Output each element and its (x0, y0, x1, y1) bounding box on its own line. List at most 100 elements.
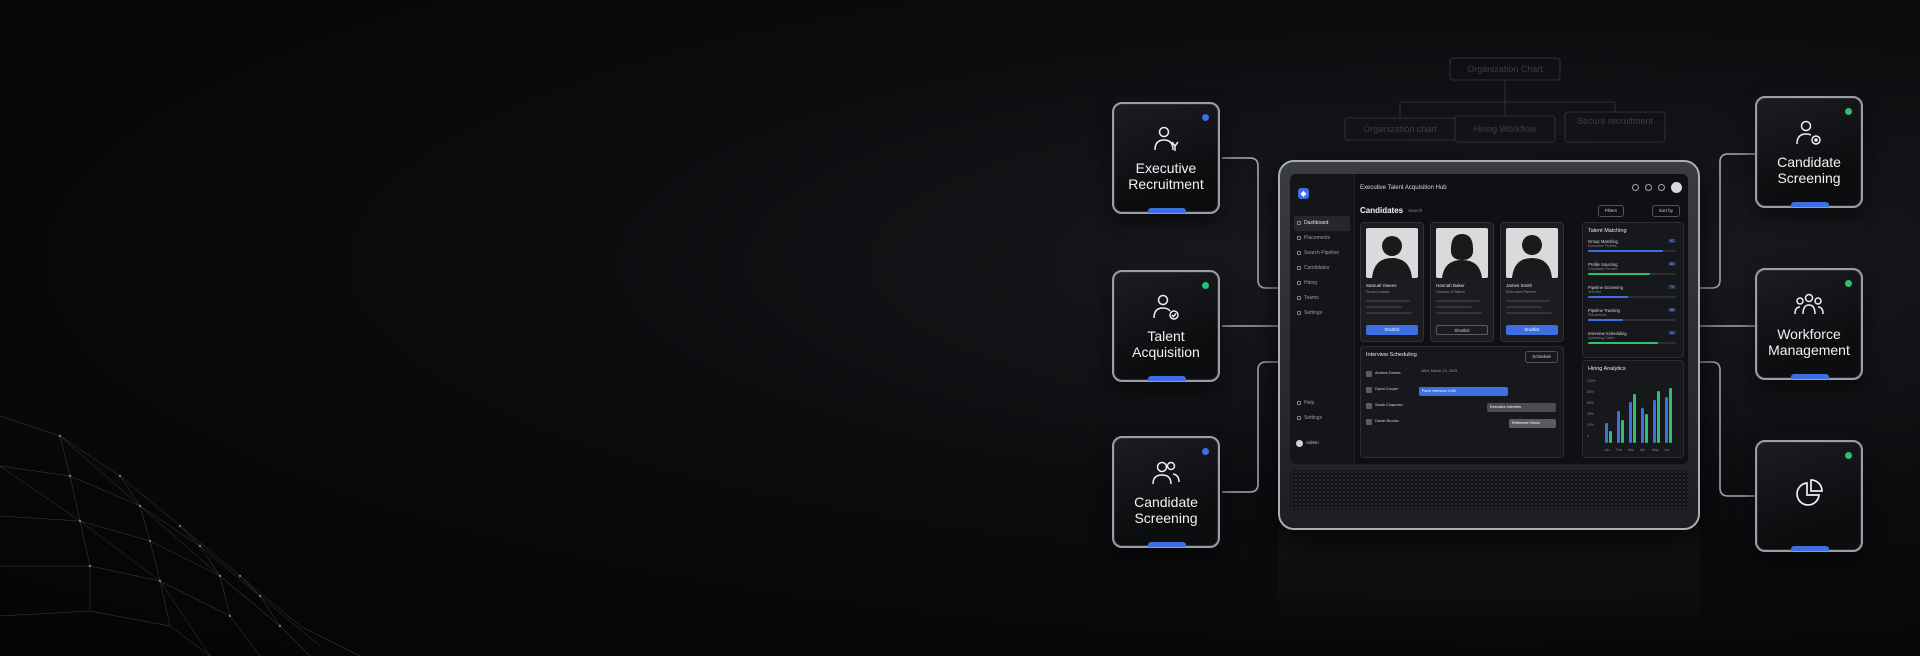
schedule-row[interactable]: David Cooper (1366, 387, 1398, 393)
topbar-icons (1632, 182, 1682, 193)
tile-label: Candidate Screening (1777, 154, 1841, 186)
shortlist-button[interactable]: Shortlist (1506, 325, 1558, 335)
sidebar-item-settings-bottom[interactable]: Settings (1294, 411, 1350, 426)
search-icon[interactable] (1632, 184, 1639, 191)
shortlist-button[interactable]: Shortlist (1366, 325, 1418, 335)
schedule-button[interactable]: Schedule (1525, 351, 1558, 363)
x-tick-label: Apr (1640, 448, 1646, 452)
filters-button[interactable]: Filters (1597, 205, 1624, 217)
match-subtitle: Executive Profiles (1588, 244, 1617, 248)
analytics-bar-blue (1641, 408, 1644, 443)
users-icon (1152, 461, 1180, 485)
schedule-row[interactable]: Sarah Chapman (1366, 403, 1403, 409)
match-progress-fill (1588, 250, 1663, 252)
tile-analytics[interactable] (1755, 440, 1863, 552)
bg-diagram-middle: Hiring Workflow (1473, 124, 1537, 134)
schedule-row[interactable]: Andrew Davies (1366, 371, 1401, 377)
sidebar-bottom: Help Settings (1294, 396, 1350, 426)
match-progress-track (1588, 319, 1676, 321)
app-title: Executive Talent Acquisition Hub (1360, 185, 1447, 191)
candidate-card[interactable]: James Smith Executive Partner Shortlist (1500, 222, 1564, 342)
card-line (1436, 306, 1472, 308)
x-tick-label: Feb (1616, 448, 1622, 452)
tile-accent-bar (1791, 546, 1829, 551)
analytics-bar-blue (1629, 402, 1632, 443)
card-line (1436, 312, 1482, 314)
schedule-bar[interactable]: Panel Interview 9 AM (1419, 387, 1508, 396)
sidebar: ◆ Dashboard Placements Search Pipeline C… (1290, 174, 1355, 464)
sort-button[interactable]: Sort by (1651, 205, 1680, 217)
tile-accent-bar (1148, 376, 1186, 381)
sidebar-item-settings[interactable]: Settings (1294, 306, 1350, 321)
shortlist-button[interactable]: Shortlist (1436, 325, 1488, 335)
match-name: Interview Scheduling (1588, 331, 1627, 336)
candidate-photo (1436, 228, 1488, 278)
sidebar-nav: Dashboard Placements Search Pipeline Can… (1294, 216, 1350, 321)
bg-diagram-left: Organization chart (1363, 124, 1437, 134)
tablet-device: ◆ Dashboard Placements Search Pipeline C… (1278, 160, 1700, 530)
sidebar-item-dashboard[interactable]: Dashboard (1294, 216, 1350, 231)
tile-talent-acquisition[interactable]: Talent Acquisition (1112, 270, 1220, 382)
status-dot (1845, 108, 1852, 115)
card-line (1506, 312, 1552, 314)
analytics-bar-green (1645, 414, 1648, 443)
candidate-role: Director of Talent (1436, 290, 1465, 294)
panel-title: Hiring Analytics (1588, 366, 1626, 372)
schedule-bar[interactable]: Reference Check (1509, 419, 1556, 428)
card-line (1436, 300, 1480, 302)
tile-candidate-screening-right[interactable]: Candidate Screening (1755, 96, 1863, 208)
user-profile[interactable]: Admin (1296, 440, 1319, 447)
tile-executive-recruitment[interactable]: Executive Recruitment (1112, 102, 1220, 214)
sidebar-item-help[interactable]: Help (1294, 396, 1350, 411)
analytics-bar-blue (1653, 399, 1656, 443)
bg-diagram-top: Organization Chart (1467, 64, 1543, 74)
tile-workforce-management[interactable]: Workforce Management (1755, 268, 1863, 380)
x-tick-label: May (1652, 448, 1659, 452)
schedule-row[interactable]: Daniel Brooks (1366, 419, 1399, 425)
candidates-search-input[interactable]: Search (1408, 208, 1423, 213)
y-tick-label: 60% (1587, 401, 1594, 405)
person-silhouette-icon (1442, 234, 1482, 278)
sidebar-item-teams[interactable]: Teams (1294, 291, 1350, 306)
candidate-card[interactable]: Samuel Owens Senior Leader Shortlist (1360, 222, 1424, 342)
sidebar-item-pipeline[interactable]: Search Pipeline (1294, 246, 1350, 261)
person-silhouette-icon (1372, 236, 1412, 278)
sidebar-item-hiring[interactable]: Hiring (1294, 276, 1350, 291)
candidate-role: Senior Leader (1366, 290, 1390, 294)
y-tick-label: 80% (1587, 390, 1594, 394)
status-dot (1202, 282, 1209, 289)
match-subtitle: Candidate Review (1588, 267, 1618, 271)
pie-chart-icon (1796, 479, 1823, 506)
y-tick-label: 0 (1587, 434, 1589, 438)
avatar[interactable] (1671, 182, 1682, 193)
match-name: Pipeline Tracking (1588, 308, 1620, 313)
tile-candidate-screening-left[interactable]: Candidate Screening (1112, 436, 1220, 548)
candidate-name: James Smith (1506, 283, 1533, 288)
match-score-badge: 90 (1668, 331, 1676, 335)
candidate-card[interactable]: Hannah Baker Director of Talent Shortlis… (1430, 222, 1494, 342)
app-screen: ◆ Dashboard Placements Search Pipeline C… (1290, 174, 1688, 464)
sidebar-item-placements[interactable]: Placements (1294, 231, 1350, 246)
user-check-icon (1153, 294, 1179, 320)
x-tick-label: Jan (1604, 448, 1610, 452)
tile-label: Workforce Management (1768, 326, 1850, 358)
candidate-cards: Samuel Owens Senior Leader Shortlist Han… (1360, 222, 1564, 342)
analytics-bar-blue (1605, 422, 1608, 443)
sidebar-item-candidates[interactable]: Candidates (1294, 261, 1350, 276)
candidates-title: Candidates (1360, 206, 1404, 215)
schedule-bar[interactable]: Executive Interview (1487, 403, 1556, 412)
app-logo: ◆ (1298, 188, 1309, 199)
match-score-badge: 74 (1668, 285, 1676, 289)
bell-icon[interactable] (1658, 184, 1665, 191)
analytics-bar-green (1657, 390, 1660, 443)
gear-icon[interactable] (1645, 184, 1652, 191)
status-dot (1845, 452, 1852, 459)
panel-title: Interview Scheduling (1366, 352, 1417, 358)
